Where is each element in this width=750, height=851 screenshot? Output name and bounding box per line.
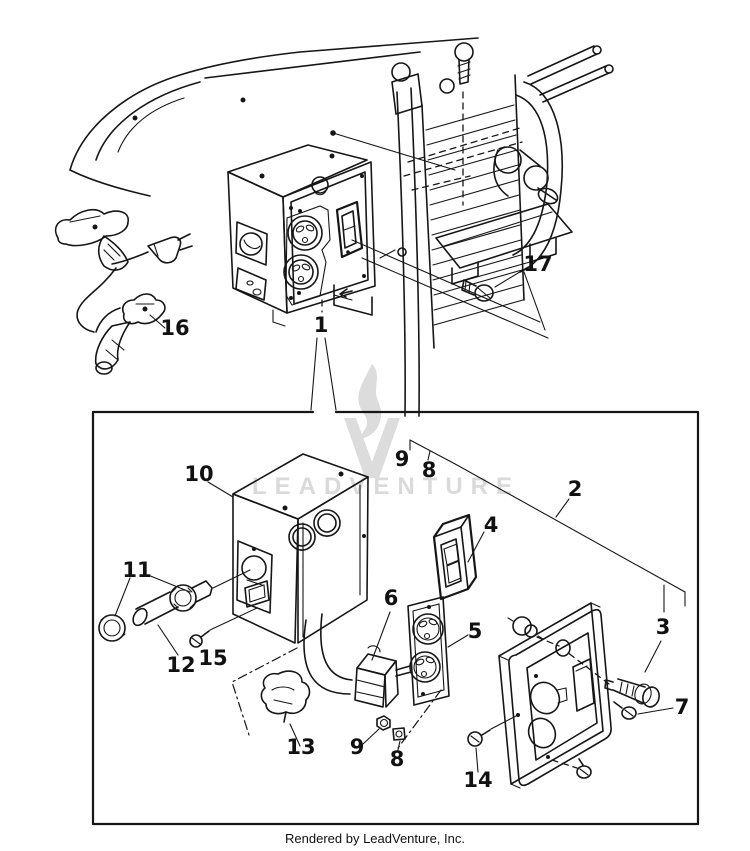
screw-14 xyxy=(467,715,517,773)
flame-logo-icon xyxy=(358,364,382,439)
callout-17: 17 xyxy=(523,252,552,276)
receptacle-5 xyxy=(397,596,469,749)
callout-2: 2 xyxy=(568,477,583,501)
side-receptacle xyxy=(235,221,268,301)
bushing-part xyxy=(507,616,560,647)
detail-box-border xyxy=(91,410,700,826)
screw-15 xyxy=(189,607,258,648)
cable-plug xyxy=(111,233,193,265)
fuse-holder xyxy=(98,574,258,656)
mounting-bracket xyxy=(272,284,373,327)
callout-15: 15 xyxy=(198,646,227,670)
fuse-ring xyxy=(169,584,197,612)
panel-outlet-lower xyxy=(283,254,319,290)
callout-5: 5 xyxy=(468,619,483,643)
callout-9: 9 xyxy=(350,735,365,759)
engine-drawing xyxy=(69,37,614,417)
jumper-cables xyxy=(54,208,193,375)
v-logo-icon xyxy=(344,418,400,478)
nut-9-bottom xyxy=(362,715,391,745)
callout-11: 11 xyxy=(122,558,151,582)
screw-7 xyxy=(613,701,674,720)
callout-9: 9 xyxy=(395,447,410,471)
breaker-3 xyxy=(566,651,660,708)
leadventure-watermark: LEADVENTURE xyxy=(252,364,520,500)
plug-13 xyxy=(231,647,311,747)
callout-1: 1 xyxy=(314,313,329,337)
control-box-assembly xyxy=(227,144,376,411)
callout-12: 12 xyxy=(166,653,195,677)
engine-bolt xyxy=(454,42,474,206)
callout-16: 16 xyxy=(160,316,189,340)
callout-6: 6 xyxy=(384,586,399,610)
box-front-recess xyxy=(236,540,273,614)
screw-17 xyxy=(461,266,529,302)
callout-14: 14 xyxy=(463,768,492,792)
relay-6 xyxy=(354,611,412,708)
switch-4 xyxy=(432,513,485,601)
cooling-fins xyxy=(425,104,524,326)
callout-3: 3 xyxy=(656,615,671,639)
callout-10: 10 xyxy=(184,462,213,486)
rear-box xyxy=(207,453,369,695)
box-hole-rings xyxy=(288,509,341,551)
face-panel-2 xyxy=(409,439,686,789)
watermark-text: LEADVENTURE xyxy=(252,473,520,500)
panel-outlet-upper xyxy=(287,215,323,251)
rendered-by-caption: Rendered by LeadVenture, Inc. xyxy=(285,831,465,846)
panel-switch xyxy=(335,200,364,259)
callout-8: 8 xyxy=(390,747,405,771)
callout-13: 13 xyxy=(286,735,315,759)
callout-8: 8 xyxy=(422,458,437,482)
callout-7: 7 xyxy=(675,695,690,719)
screw-bottom xyxy=(551,758,592,779)
callout-4: 4 xyxy=(484,513,499,537)
